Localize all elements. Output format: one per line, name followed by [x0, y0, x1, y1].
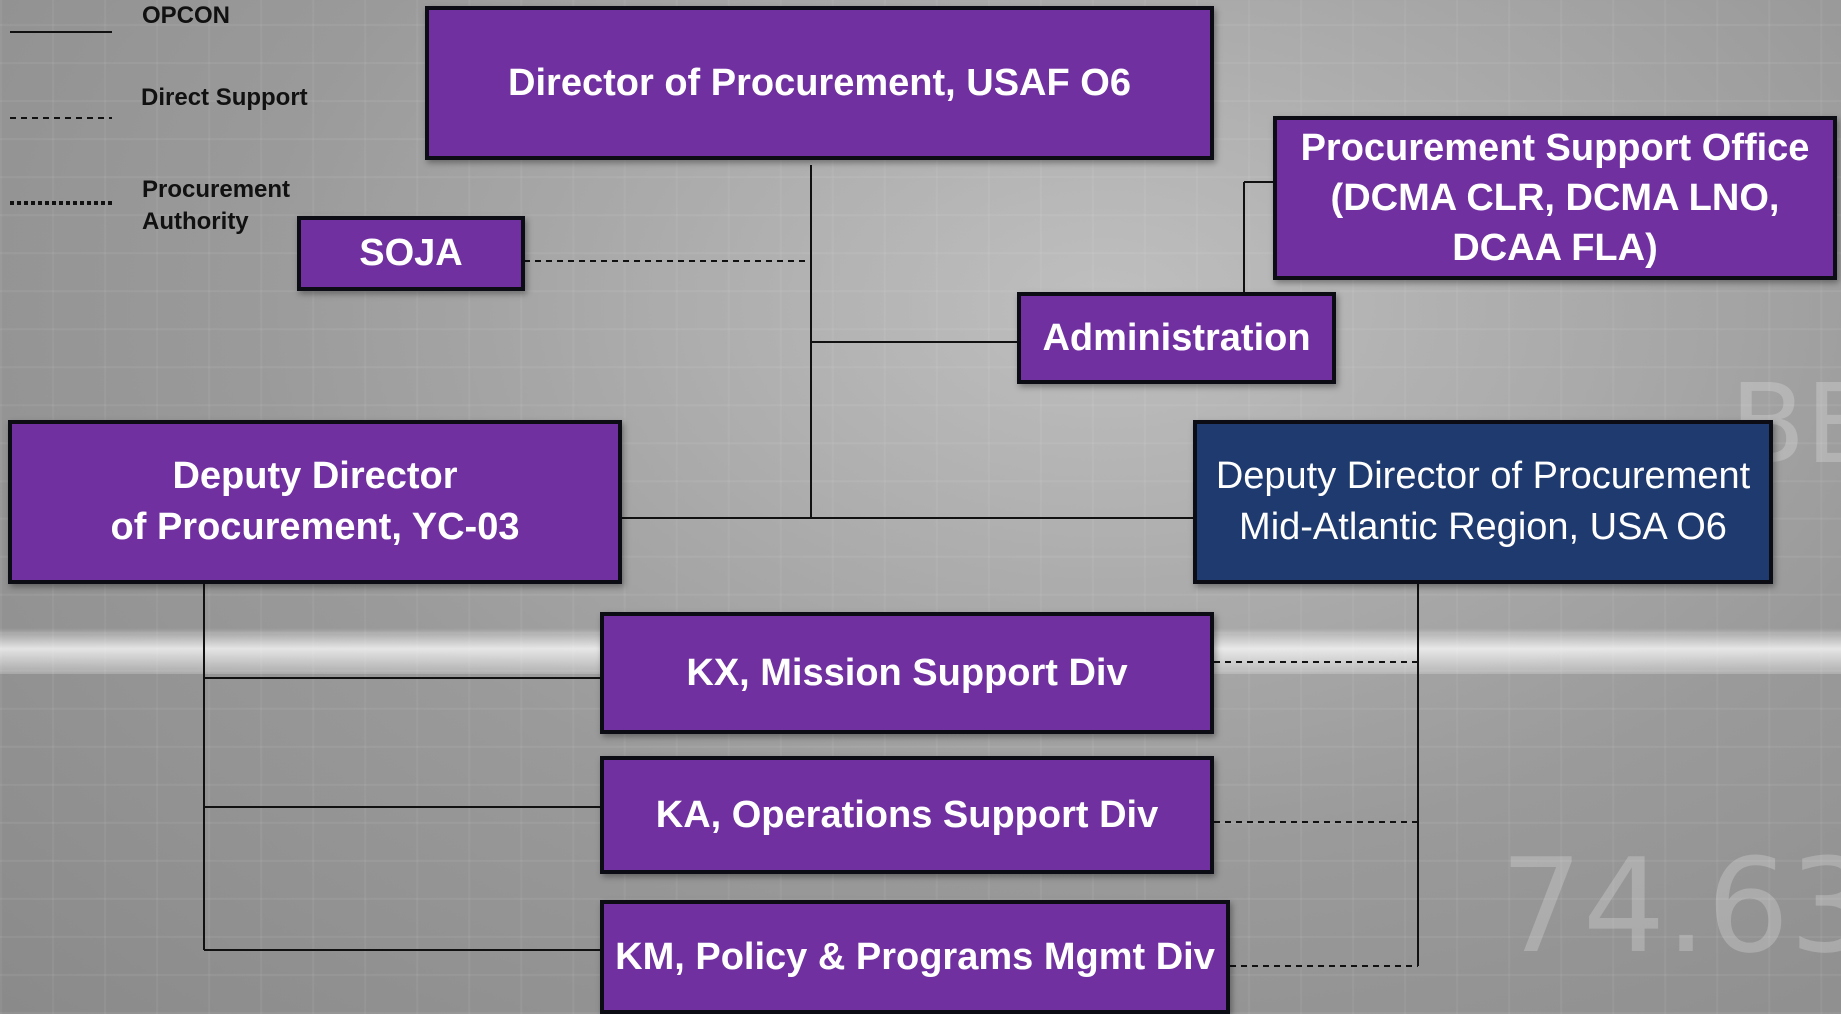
procurement-support-office-label: Procurement Support Office (DCMA CLR, DC… [1300, 127, 1810, 269]
soja-label: SOJA [359, 232, 463, 274]
administration-label: Administration [1042, 316, 1311, 359]
legend-procurement-authority-label: Procurement Authority [142, 174, 290, 238]
legend-procurement-authority-line2: Authority [142, 208, 249, 235]
deputy-director-midatlantic-label: Deputy Director of Procurement Mid-Atlan… [1215, 455, 1751, 548]
kx-mission-support-label: KX, Mission Support Div [686, 651, 1128, 694]
soja-box[interactable]: SOJA [297, 216, 525, 291]
km-policy-programs-box[interactable]: KM, Policy & Programs Mgmt Div [600, 900, 1230, 1014]
deputy-director-midatlantic-box[interactable]: Deputy Director of Procurement Mid-Atlan… [1193, 420, 1773, 584]
background-watermark: 74.634 [1500, 830, 1841, 982]
deputy-director-label: Deputy Director of Procurement, YC-03 [110, 455, 520, 548]
kx-mission-support-box[interactable]: KX, Mission Support Div [600, 612, 1214, 734]
legend-direct-support-label: Direct Support [141, 84, 308, 111]
km-policy-programs-label: KM, Policy & Programs Mgmt Div [615, 935, 1215, 978]
deputy-director-box[interactable]: Deputy Director of Procurement, YC-03 [8, 420, 622, 584]
director-of-procurement-label: Director of Procurement, USAF O6 [508, 61, 1131, 104]
ka-operations-support-label: KA, Operations Support Div [655, 793, 1159, 836]
legend-opcon-label: OPCON [142, 2, 231, 29]
legend-procurement-authority-line1: Procurement [142, 176, 291, 203]
administration-box[interactable]: Administration [1017, 292, 1336, 384]
director-of-procurement-box[interactable]: Director of Procurement, USAF O6 [425, 6, 1214, 160]
ka-operations-support-box[interactable]: KA, Operations Support Div [600, 756, 1214, 874]
procurement-support-office-box[interactable]: Procurement Support Office (DCMA CLR, DC… [1273, 116, 1837, 280]
